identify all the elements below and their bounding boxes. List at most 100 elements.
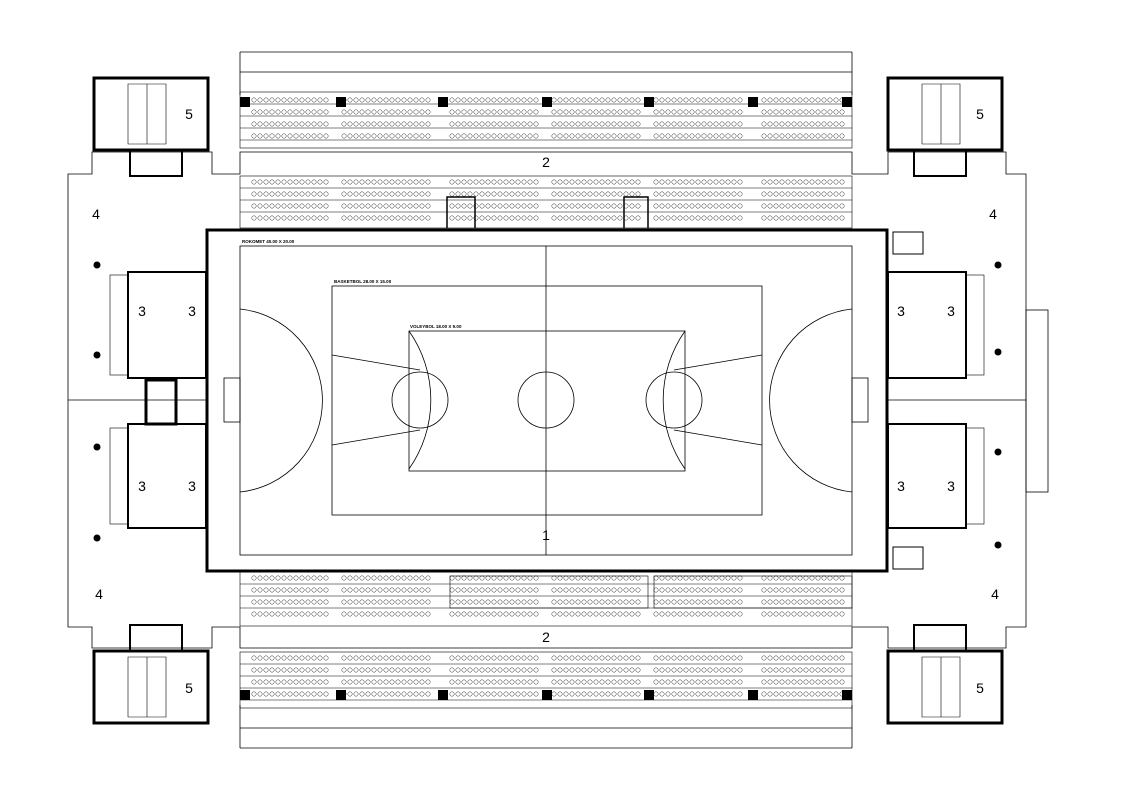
seat bbox=[305, 575, 311, 581]
seat bbox=[509, 655, 515, 661]
seat bbox=[713, 599, 719, 605]
seat bbox=[575, 179, 581, 185]
seat bbox=[299, 191, 305, 197]
seat bbox=[635, 611, 641, 617]
seat bbox=[467, 575, 473, 581]
seat bbox=[497, 587, 503, 593]
seat bbox=[353, 109, 359, 115]
seat bbox=[461, 599, 467, 605]
seat bbox=[509, 179, 515, 185]
seat bbox=[353, 679, 359, 685]
seat bbox=[827, 599, 833, 605]
seat bbox=[707, 191, 713, 197]
seat bbox=[707, 575, 713, 581]
seat bbox=[563, 599, 569, 605]
seat bbox=[779, 691, 785, 697]
seat bbox=[515, 133, 521, 139]
seat bbox=[497, 191, 503, 197]
seat bbox=[317, 587, 323, 593]
seat bbox=[479, 215, 485, 221]
seat bbox=[689, 133, 695, 139]
seat bbox=[629, 575, 635, 581]
seat bbox=[731, 203, 737, 209]
seat bbox=[827, 215, 833, 221]
seat bbox=[695, 97, 701, 103]
seat bbox=[473, 667, 479, 673]
seat bbox=[635, 97, 641, 103]
seat bbox=[251, 667, 257, 673]
seat bbox=[635, 575, 641, 581]
seat bbox=[809, 97, 815, 103]
seat bbox=[413, 215, 419, 221]
seat bbox=[383, 587, 389, 593]
seat bbox=[839, 611, 845, 617]
seat bbox=[611, 215, 617, 221]
zone-label-foyer-sw: 4 bbox=[95, 586, 103, 602]
seat bbox=[293, 109, 299, 115]
seat bbox=[341, 215, 347, 221]
seat bbox=[311, 121, 317, 127]
seat bbox=[695, 587, 701, 593]
seat bbox=[587, 679, 593, 685]
seat bbox=[485, 121, 491, 127]
seat bbox=[833, 587, 839, 593]
seat bbox=[767, 191, 773, 197]
seat bbox=[689, 667, 695, 673]
seat bbox=[617, 655, 623, 661]
handball-court-label: ROKOMET 40.00 X 20.00 bbox=[242, 239, 295, 244]
seat bbox=[467, 203, 473, 209]
seat bbox=[485, 575, 491, 581]
seat bbox=[347, 179, 353, 185]
seat bbox=[359, 109, 365, 115]
seat bbox=[449, 179, 455, 185]
seat bbox=[689, 679, 695, 685]
seat bbox=[533, 109, 539, 115]
seat bbox=[353, 133, 359, 139]
seat bbox=[269, 97, 275, 103]
seat bbox=[401, 179, 407, 185]
seat bbox=[557, 599, 563, 605]
seat bbox=[827, 667, 833, 673]
seat bbox=[371, 575, 377, 581]
seat bbox=[359, 133, 365, 139]
seat bbox=[821, 587, 827, 593]
seat bbox=[263, 179, 269, 185]
seat bbox=[353, 215, 359, 221]
seat bbox=[479, 667, 485, 673]
seat bbox=[791, 599, 797, 605]
seat bbox=[347, 575, 353, 581]
seat bbox=[785, 679, 791, 685]
seat bbox=[323, 691, 329, 697]
seat bbox=[419, 203, 425, 209]
seat bbox=[575, 121, 581, 127]
seat bbox=[317, 215, 323, 221]
seat bbox=[635, 133, 641, 139]
seat bbox=[287, 215, 293, 221]
seat bbox=[653, 203, 659, 209]
seat bbox=[653, 611, 659, 617]
seat bbox=[485, 203, 491, 209]
seat bbox=[653, 587, 659, 593]
seat bbox=[569, 97, 575, 103]
seat bbox=[677, 121, 683, 127]
seat bbox=[347, 599, 353, 605]
seat bbox=[299, 109, 305, 115]
seat bbox=[623, 97, 629, 103]
seat bbox=[347, 611, 353, 617]
seat bbox=[401, 133, 407, 139]
seat bbox=[323, 133, 329, 139]
seat bbox=[677, 203, 683, 209]
seat bbox=[659, 133, 665, 139]
seat bbox=[581, 203, 587, 209]
seat bbox=[425, 97, 431, 103]
seat bbox=[281, 121, 287, 127]
seat bbox=[731, 109, 737, 115]
seat bbox=[383, 179, 389, 185]
seat bbox=[503, 215, 509, 221]
seat bbox=[287, 133, 293, 139]
seat bbox=[785, 215, 791, 221]
seat bbox=[719, 109, 725, 115]
seat bbox=[767, 215, 773, 221]
seat bbox=[791, 575, 797, 581]
